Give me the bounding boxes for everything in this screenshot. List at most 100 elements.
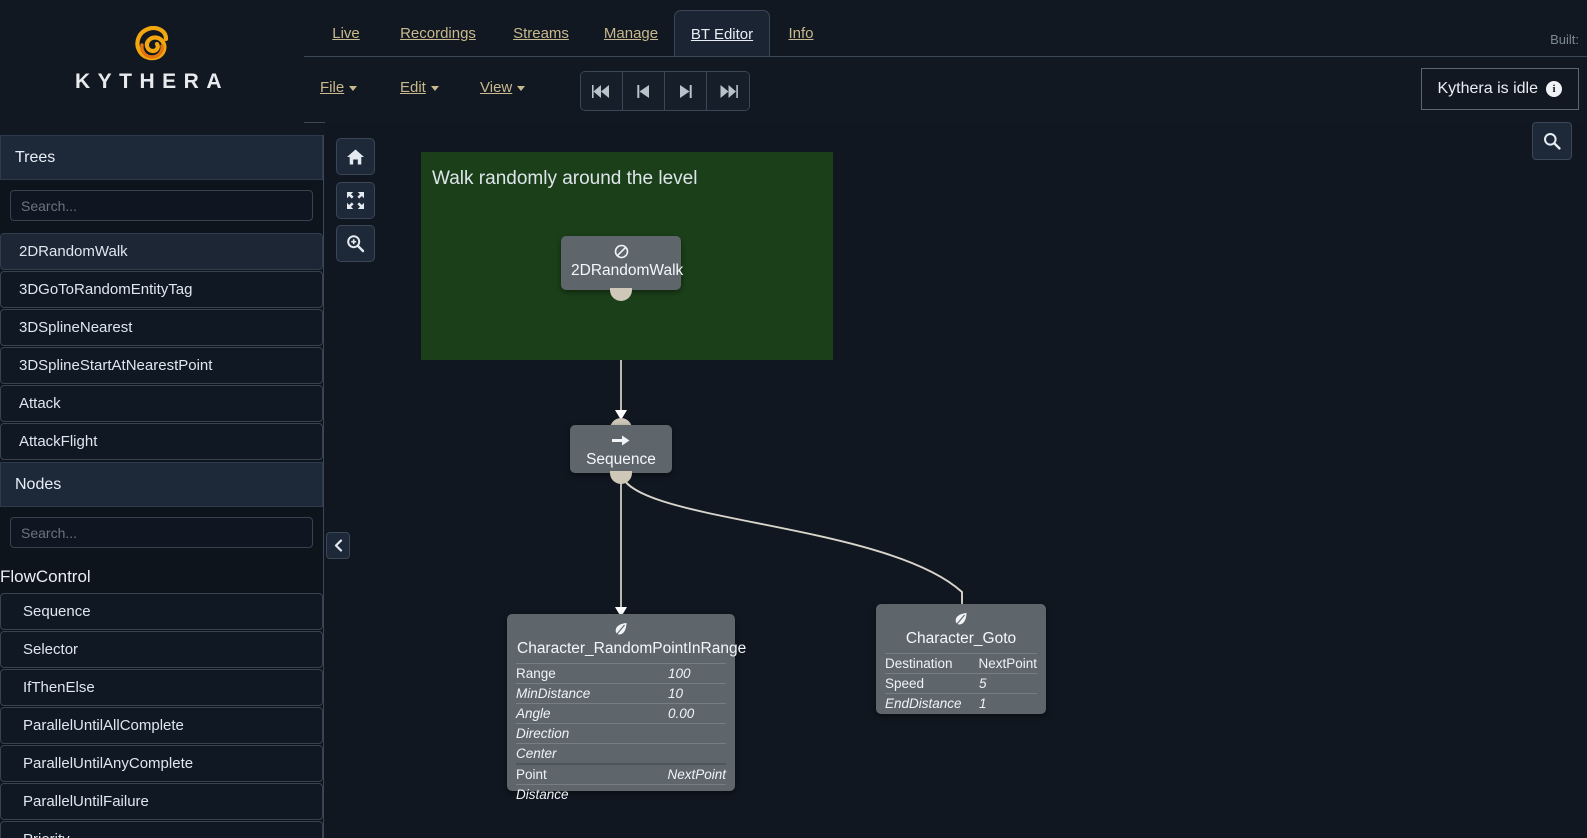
prop-row: Point NextPoint [516,763,726,784]
prop-value: 10 [668,686,684,701]
nodes-list: Sequence Selector IfThenElse ParallelUnt… [0,593,323,838]
tab-streams[interactable]: Streams [513,24,569,42]
node-item-paralleluntilfailure[interactable]: ParallelUntilFailure [0,783,323,820]
node-item-ifthenelse[interactable]: IfThenElse [0,669,323,706]
tree-item-3dsplinestartatnearestpoint[interactable]: 3DSplineStartAtNearestPoint [0,347,323,384]
prop-row: MinDistance 10 [516,683,726,703]
tab-manage[interactable]: Manage [603,24,659,42]
bt-graph: Walk randomly around the level 2DRandomW… [325,122,1587,838]
tree-item-2drandomwalk[interactable]: 2DRandomWalk [0,233,323,270]
bt-node-title: 2DRandomWalk [571,262,684,279]
leaf-icon [507,619,735,639]
menu-file-label: File [320,79,345,96]
chevron-left-icon [334,539,342,552]
bt-node-title: Character_RandomPointInRange [517,640,747,657]
edge-sequence-goto [620,471,963,609]
home-button[interactable] [336,138,375,175]
canvas-search-button[interactable] [1532,122,1572,160]
prop-key: MinDistance [516,686,591,701]
bt-node-character-randompointinrange[interactable]: Character_RandomPointInRange Range 100 M… [507,614,747,802]
nodes-panel-header: Nodes [0,462,323,507]
prop-key: Range [516,666,556,681]
fit-to-screen-icon [347,192,364,209]
prop-key: Angle [516,706,551,721]
node-item-sequence[interactable]: Sequence [0,593,323,630]
node-item-paralleluntilallcomplete[interactable]: ParallelUntilAllComplete [0,707,323,744]
prop-value: 0.00 [668,706,695,721]
edge-arrow-randompoint [615,607,627,617]
trees-search-input[interactable] [10,190,313,221]
nodes-search-input[interactable] [10,517,313,548]
no-entry-icon [561,241,681,261]
node-item-priority[interactable]: Priority [0,821,323,838]
prop-row: Speed 5 [885,673,1037,693]
arrow-right-icon [570,430,672,450]
prop-key: Center [516,746,557,761]
prop-row: Range 100 [516,663,726,683]
tab-recordings[interactable]: Recordings [400,24,476,42]
chevron-down-icon [349,85,358,91]
status-text: Kythera is idle [1437,80,1539,97]
step-forward-icon[interactable] [665,72,707,110]
sidebar-collapse-button[interactable] [326,532,350,559]
search-icon [1544,133,1561,150]
skip-to-start-icon[interactable] [581,72,623,110]
bt-node-character-goto[interactable]: Character_Goto Destination NextPoint Spe… [876,604,1046,714]
skip-to-end-icon[interactable] [707,72,749,110]
socket-out-root [610,288,632,301]
tree-item-attack[interactable]: Attack [0,385,323,422]
bt-node-2drandomwalk[interactable]: 2DRandomWalk [561,236,684,290]
step-back-icon[interactable] [623,72,665,110]
info-icon[interactable]: i [1546,81,1562,97]
tab-bt-editor[interactable]: BT Editor [674,10,770,57]
trees-list: 2DRandomWalk 3DGoToRandomEntityTag 3DSpl… [0,233,323,460]
home-icon [347,149,364,164]
tree-item-3dgotorandomentitytag[interactable]: 3DGoToRandomEntityTag [0,271,323,308]
node-item-paralleluntilanycomplete[interactable]: ParallelUntilAnyComplete [0,745,323,782]
trees-panel-title: Trees [15,148,56,166]
nodes-panel-title: Nodes [15,475,62,493]
prop-row: Destination NextPoint [885,653,1037,673]
prop-value: 5 [979,676,987,691]
group-title: Walk randomly around the level [432,168,698,189]
editor-menubar: File Edit View Kythera is idle i [304,57,1587,122]
brand-logo-area: KYTHERA [0,0,304,122]
prop-key: Distance [516,787,569,802]
menu-view[interactable]: View [480,79,526,96]
bt-node-title: Sequence [586,451,656,468]
menu-edit[interactable]: Edit [400,79,439,96]
tree-item-3dsplinenearest[interactable]: 3DSplineNearest [0,309,323,346]
tab-info[interactable]: Info [788,24,814,42]
menu-view-label: View [480,79,513,96]
prop-value [668,746,726,761]
trees-search-wrap [0,180,323,233]
chevron-down-icon [430,85,439,91]
bt-node-title: Character_Goto [905,630,1017,647]
bt-node-sequence[interactable]: Sequence [570,425,672,473]
tab-live[interactable]: Live [332,24,360,42]
prop-value [668,726,726,741]
node-category-flowcontrol[interactable]: FlowControl [0,560,323,593]
fit-to-screen-button[interactable] [336,182,375,219]
bt-canvas[interactable]: Walk randomly around the level 2DRandomW… [325,122,1587,838]
prop-value: NextPoint [978,656,1037,671]
brand-name: KYTHERA [74,70,229,93]
nodes-search-wrap [0,507,323,560]
prop-row: EndDistance 1 [885,693,1037,713]
chevron-down-icon [517,85,526,91]
menu-file[interactable]: File [320,79,358,96]
prop-key: Point [516,767,547,782]
tabbar-divider [304,56,1587,57]
left-sidebar: Trees 2DRandomWalk 3DGoToRandomEntityTag… [0,135,324,838]
node-item-selector[interactable]: Selector [0,631,323,668]
prop-value: 1 [979,696,987,711]
prop-row: Distance [516,784,726,804]
prop-key: Destination [885,656,953,671]
built-label: Built: [1550,32,1579,47]
zoom-search-button[interactable] [336,225,375,262]
tree-item-attackflight[interactable]: AttackFlight [0,423,323,460]
status-badge[interactable]: Kythera is idle i [1420,68,1579,110]
leaf-icon [876,609,1046,629]
bt-node-properties: Destination NextPoint Speed 5 EndDistanc… [876,653,1046,719]
prop-key: EndDistance [885,696,962,711]
